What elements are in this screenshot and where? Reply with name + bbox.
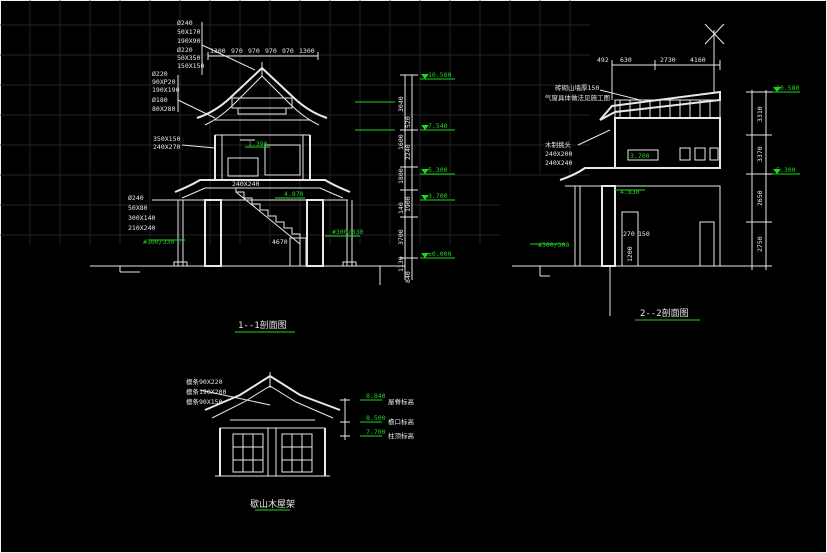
dim-label: 520 (404, 116, 412, 128)
elevation-label: 10.580 (428, 71, 452, 79)
elevation-label: 8.500 (366, 414, 386, 422)
elevation-label: 8.840 (366, 392, 386, 400)
dim-label: 3040 (397, 96, 405, 112)
mid-elevation: 3.700 (630, 152, 650, 160)
member-label: Ø220 (152, 70, 168, 78)
dim-label: 630 (620, 56, 632, 64)
annotation-note: 木制挑头 (545, 140, 572, 149)
member-label: 檩条90X150 (186, 397, 223, 406)
dim-label: 970 (265, 47, 277, 55)
dim-label: 3370 (756, 146, 764, 162)
dim-label: 1300 (299, 47, 315, 55)
dim-label: 150 (638, 230, 650, 238)
annotation-note: 气窗具体做法见施工图 (545, 93, 610, 102)
member-label: 90XP20 (152, 78, 176, 86)
member-label: 190X190 (152, 86, 179, 94)
gable-roof-truss (199, 372, 382, 511)
dim-label: 2750 (756, 236, 764, 252)
dim-label: 970 (248, 47, 260, 55)
dim-label: 2240 (404, 144, 412, 160)
elevation-label: 10.580 (776, 84, 800, 92)
section-2-2 (512, 23, 800, 321)
dim-label: 2730 (660, 56, 676, 64)
dim-label: 1130 (397, 256, 405, 272)
elevation-label: 7.700 (366, 428, 386, 436)
background-grid (0, 0, 590, 245)
annotation-note: 砖砌山墙厚150 (555, 83, 599, 92)
dim-label: 270 (623, 230, 635, 238)
base-label: #300/300 (538, 241, 569, 249)
view-title-gable-roof: 歇山木屋架 (250, 498, 295, 510)
member-label: 50X170 (177, 28, 201, 36)
member-label: 80X280 (152, 105, 176, 113)
member-label: 350X150 (153, 135, 180, 143)
elevation-note: 柱顶标高 (388, 431, 415, 440)
section-1-1 (90, 22, 455, 333)
inner-label: #300/330 (332, 228, 363, 236)
dim-label: 970 (282, 47, 294, 55)
view-title-1-1: 1--1剖面图 (238, 319, 287, 331)
view-title-2-2: 2--2剖面图 (640, 307, 689, 319)
dim-label: 1600 (397, 134, 405, 150)
mid-elevation: 4.830 (620, 188, 640, 196)
elevation-label: 5.300 (428, 166, 448, 174)
elevation-note: 屋脊标高 (388, 397, 415, 406)
dim-label: 840 (404, 271, 412, 283)
member-label: 240X270 (153, 143, 180, 151)
member-label: 300X140 (128, 214, 155, 222)
inner-label: 4670 (272, 238, 288, 246)
dim-label: 1800 (397, 168, 405, 184)
elevation-note: 檐口标高 (388, 417, 415, 426)
member-label: 檩条90X220 (186, 377, 223, 386)
dim-label: 492 (597, 56, 609, 64)
elevation-label: 3.700 (428, 192, 448, 200)
elevation-label: ±0.000 (428, 250, 452, 258)
elevation-label: 7.540 (428, 122, 448, 130)
dim-label: 970 (231, 47, 243, 55)
dim-label: 3700 (397, 229, 405, 245)
member-label: Ø240 (128, 194, 144, 202)
elevation-label: 5.300 (776, 166, 796, 174)
inner-label: 1.390 (248, 140, 268, 148)
member-label: Ø180 (152, 96, 168, 104)
member-label: Ø240 (177, 19, 193, 27)
dim-label: 140 (397, 202, 405, 214)
member-label: 210X240 (128, 224, 155, 232)
inner-label: #300/330 (143, 238, 174, 246)
annotation-note: 240X240 (545, 159, 572, 167)
dim-label: 2650 (756, 190, 764, 206)
member-label: 50X350 (177, 54, 201, 62)
dim-label: 3310 (756, 106, 764, 122)
member-label: 190X90 (177, 37, 201, 45)
mid-elevation: 4.870 (284, 190, 304, 198)
dim-label: 1200 (626, 246, 634, 262)
member-label: Ø220 (177, 46, 193, 54)
annotation-note: 240X200 (545, 150, 572, 158)
dim-label: 4160 (690, 56, 706, 64)
member-label: 50X80 (128, 204, 148, 212)
member-label: 150X150 (177, 62, 204, 70)
inner-label: 240X240 (232, 180, 259, 188)
dim-label: 1300 (210, 47, 226, 55)
member-label: 檩条190X200 (186, 387, 226, 396)
dim-label: 1900 (404, 196, 412, 212)
